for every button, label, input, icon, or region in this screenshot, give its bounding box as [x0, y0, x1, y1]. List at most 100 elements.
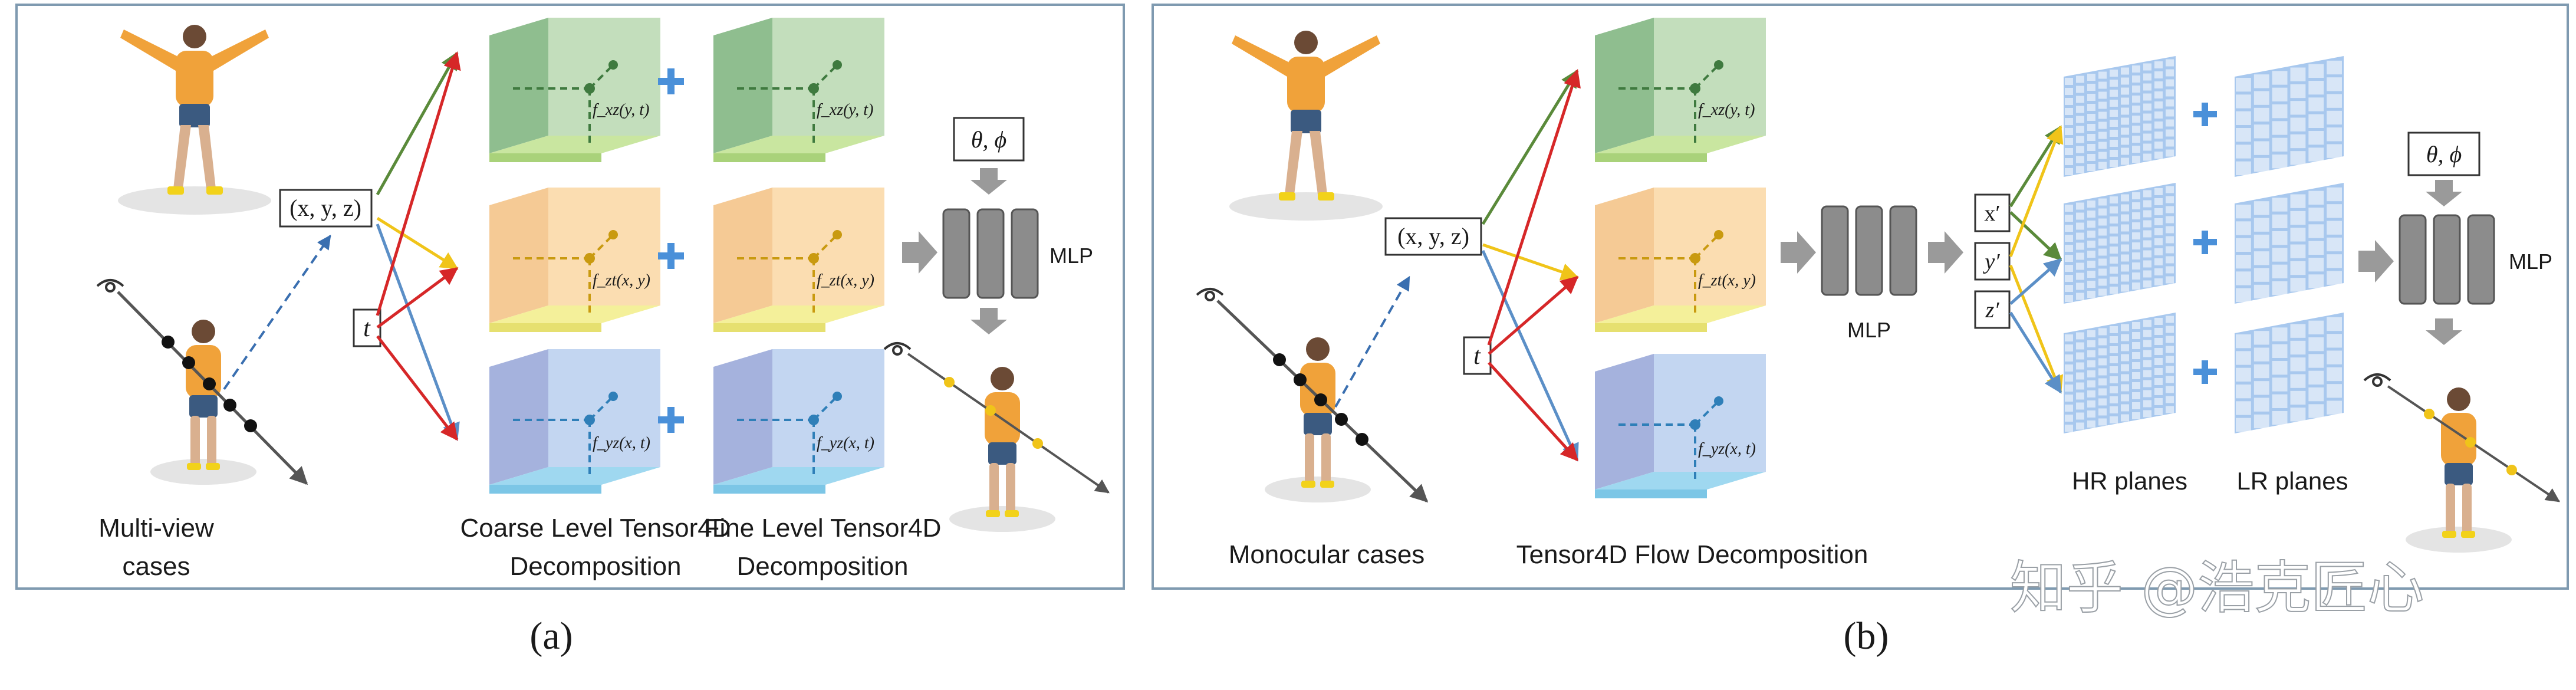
grid-cell: [2065, 285, 2073, 292]
grid-cell: [2154, 188, 2163, 195]
grid-cell: [2076, 222, 2084, 230]
grid-cell: [2166, 226, 2174, 234]
grid-cell: [2154, 142, 2163, 149]
grid-cell: [2110, 346, 2118, 353]
grid-cell: [2290, 244, 2306, 258]
grid-cell: [2154, 228, 2163, 235]
grid-cell: [2290, 340, 2306, 355]
grid-cell: [2110, 70, 2118, 77]
grid-cell: [2076, 156, 2084, 163]
grid-cell: [2121, 264, 2129, 272]
lr-plane-bottom: [2235, 313, 2344, 433]
grid-cell: [2087, 211, 2095, 218]
grid-cell: [2272, 71, 2288, 85]
grid-cell: [2098, 71, 2107, 79]
grid-cell: [2121, 284, 2129, 292]
grid-cell: [2253, 381, 2269, 395]
grid-cell: [2098, 91, 2107, 99]
grid-cell: [2236, 401, 2251, 415]
fine-func-green: f_xz(y, t): [817, 101, 873, 119]
grid-cell: [2166, 356, 2174, 363]
grid-cell: [2110, 406, 2118, 413]
grid-cell: [2132, 86, 2140, 93]
grid-cell: [2272, 231, 2288, 245]
plus-signs-b: [2193, 103, 2217, 384]
grid-cell: [2290, 261, 2306, 275]
grid-cell: [2290, 408, 2306, 422]
grid-cell: [2132, 136, 2140, 143]
grid-cell: [2272, 104, 2288, 119]
grid-cell: [2143, 220, 2151, 228]
grid-cell: [2121, 97, 2129, 105]
grid-cell: [2327, 221, 2342, 235]
grid-cell: [2253, 347, 2269, 362]
grid-cell: [2065, 78, 2073, 85]
grid-cell: [2098, 358, 2107, 366]
grid-cell: [2166, 149, 2174, 157]
grid-cell: [2121, 147, 2129, 155]
grid-cell: [2166, 316, 2174, 323]
grid-cell: [2272, 361, 2288, 375]
grid-cell: [2143, 143, 2151, 151]
grid-cell: [2154, 318, 2163, 325]
grid-cell: [2065, 425, 2073, 432]
grid-cell: [2308, 274, 2324, 288]
projection-arrows-a: [376, 51, 461, 441]
grid-cell: [2327, 317, 2342, 331]
xyz-input-label: (x, y, z): [289, 195, 361, 221]
flow-func-blue: f_yz(x, t): [1698, 440, 1756, 458]
projection-arrows-b: [1481, 69, 1581, 462]
grid-cell: [2132, 146, 2140, 153]
grid-cell: [2110, 416, 2118, 423]
grid-cell: [2166, 196, 2174, 203]
flow-func-orange: f_zt(x, y): [1698, 271, 1756, 290]
grid-cell: [2166, 119, 2174, 127]
grid-cell: [2132, 352, 2140, 359]
grid-cell: [2166, 186, 2174, 193]
grid-cell: [2087, 350, 2095, 357]
grid-cell: [2076, 332, 2084, 340]
grid-cell: [2132, 342, 2140, 349]
grid-cell: [2132, 75, 2140, 83]
grid-cell: [2121, 344, 2129, 351]
lr-planes: [2235, 56, 2344, 433]
x-prime-label: x′: [1984, 201, 2000, 226]
grid-cell: [2143, 380, 2151, 387]
caption-a: (a): [529, 615, 573, 658]
grid-cell: [2308, 387, 2324, 402]
mlp-in-arrow-a: [902, 231, 937, 274]
theta-arrow-b: [2426, 180, 2462, 206]
grid-cell: [2098, 258, 2107, 266]
coarse-plane-orange: [488, 186, 662, 333]
coarse-label-line1: Coarse Level Tensor4D: [460, 514, 731, 543]
fine-label-line2: Decomposition: [736, 552, 908, 581]
grid-cell: [2065, 395, 2073, 402]
grid-cell: [2154, 278, 2163, 285]
grid-cell: [2308, 224, 2324, 238]
grid-cell: [2098, 218, 2107, 226]
grid-cell: [2290, 374, 2306, 388]
grid-cell: [2290, 324, 2306, 338]
grid-cell: [2110, 236, 2118, 244]
grid-cell: [2076, 402, 2084, 410]
render-ray-a: [907, 353, 1110, 494]
grid-cell: [2253, 124, 2269, 139]
grid-cell: [2098, 398, 2107, 406]
grid-cell: [2166, 99, 2174, 107]
grid-cell: [2076, 252, 2084, 260]
grid-cell: [2065, 245, 2073, 252]
grid-cell: [2327, 94, 2342, 108]
grid-cell: [2166, 139, 2174, 147]
grid-cell: [2098, 248, 2107, 256]
grid-cell: [2253, 414, 2269, 429]
grid-cell: [2236, 238, 2251, 252]
grid-cell: [2236, 161, 2251, 175]
grid-cell: [2098, 152, 2107, 159]
grid-cell: [2308, 258, 2324, 272]
grid-cell: [2110, 196, 2118, 203]
grid-cell: [2098, 348, 2107, 356]
flow-plane-blue: [1594, 353, 1767, 500]
grid-cell: [2154, 348, 2163, 355]
grid-cell: [2132, 192, 2140, 199]
lr-plane-top: [2235, 56, 2344, 177]
